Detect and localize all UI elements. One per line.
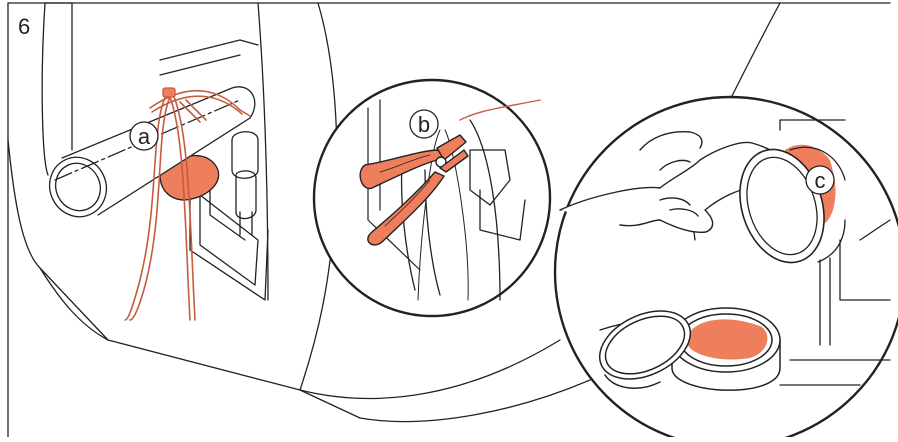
cable-tie-head bbox=[163, 88, 175, 97]
callout-c-label: c bbox=[815, 168, 826, 193]
callout-b-label: b bbox=[418, 112, 430, 137]
callout-a: a bbox=[130, 122, 158, 150]
callout-a-label: a bbox=[138, 124, 151, 149]
step-number: 6 bbox=[18, 14, 30, 40]
callout-b: b bbox=[410, 110, 438, 138]
callout-c: c bbox=[806, 166, 834, 194]
